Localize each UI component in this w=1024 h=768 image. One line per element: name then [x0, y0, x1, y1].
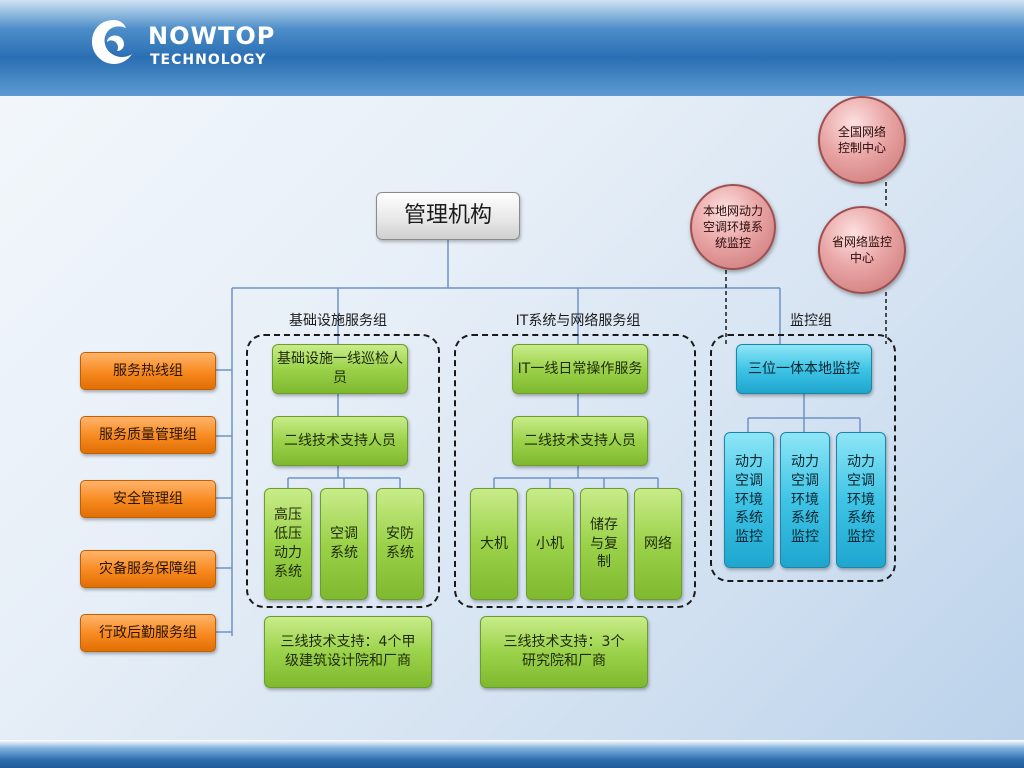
- brand-title: NOWTOP: [148, 22, 276, 50]
- national-network-center: 全国网络控制中心: [818, 96, 906, 184]
- infra-group-frame: [246, 334, 440, 608]
- brand-subtitle: TECHNOLOGY: [150, 52, 267, 68]
- it-subsystem-minicomputer: 小机: [526, 488, 574, 600]
- monitor-subsystem-3: 动力空调环境系统监控: [836, 432, 886, 568]
- it-group-title: IT系统与网络服务组: [515, 313, 641, 329]
- logo: NOWTOP TECHNOLOGY: [88, 16, 288, 72]
- header-band: [0, 0, 1024, 96]
- monitor-group-frame: [710, 334, 896, 582]
- side-group-quality: 服务质量管理组: [80, 416, 216, 454]
- it-subsystem-storage: 储存与复制: [580, 488, 628, 600]
- infra-subsystem-ac: 空调系统: [320, 488, 368, 600]
- infra-group-title: 基础设施服务组: [289, 313, 387, 329]
- it-group-frame: [454, 334, 696, 608]
- infra-line2-box: 二线技术支持人员: [272, 416, 408, 466]
- side-group-hotline: 服务热线组: [80, 352, 216, 390]
- side-group-safety: 安全管理组: [80, 480, 216, 518]
- local-monitoring-center: 本地网动力空调环境系统监控: [690, 184, 776, 270]
- infra-line1-box: 基础设施一线巡检人员: [272, 344, 408, 394]
- management-box: 管理机构: [376, 192, 520, 240]
- it-subsystem-mainframe: 大机: [470, 488, 518, 600]
- provincial-network-center: 省网络监控中心: [818, 206, 906, 294]
- monitor-subsystem-1: 动力空调环境系统监控: [724, 432, 774, 568]
- monitor-subsystem-2: 动力空调环境系统监控: [780, 432, 830, 568]
- side-group-admin: 行政后勤服务组: [80, 614, 216, 652]
- side-group-disaster-recovery: 灾备服务保障组: [80, 550, 216, 588]
- infra-subsystem-security: 安防系统: [376, 488, 424, 600]
- it-line2-box: 二线技术支持人员: [512, 416, 648, 466]
- it-line3-box: 三线技术支持：3个研究院和厂商: [480, 616, 648, 688]
- footer-band: [0, 740, 1024, 768]
- it-line1-box: IT一线日常操作服务: [512, 344, 648, 394]
- it-subsystem-network: 网络: [634, 488, 682, 600]
- infra-subsystem-power: 高压低压动力系统: [264, 488, 312, 600]
- monitor-line1-box: 三位一体本地监控: [736, 344, 872, 394]
- swirl-logo-icon: [92, 20, 132, 64]
- monitor-group-title: 监控组: [790, 313, 832, 329]
- infra-line3-box: 三线技术支持：4个甲级建筑设计院和厂商: [264, 616, 432, 688]
